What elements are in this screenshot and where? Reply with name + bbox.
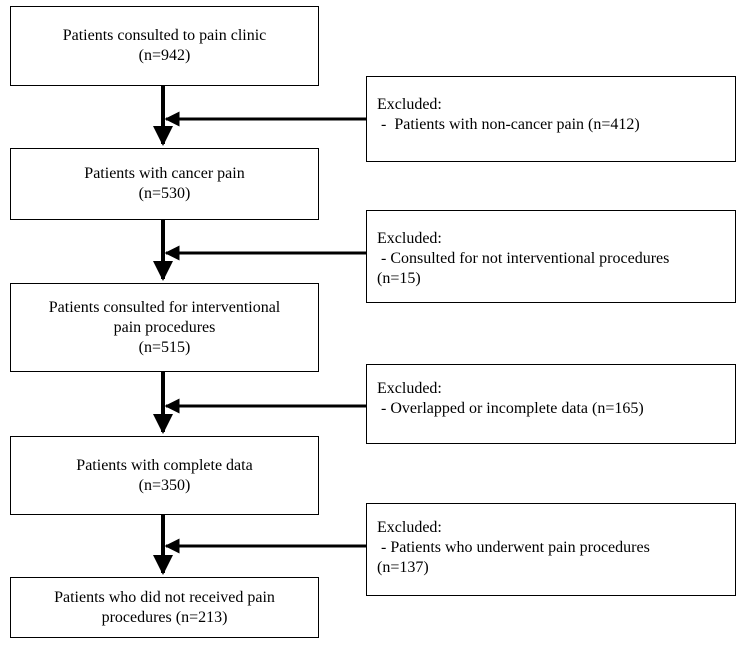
box-text: Patients who did not received pain [54,588,275,606]
box-count: (n=350) [138,476,191,494]
box-count: (n=515) [138,338,191,356]
exclusion-box-incomplete: Excluded: - Overlapped or incomplete dat… [366,364,736,444]
exclusion-title: Excluded: [377,230,442,247]
exclusion-box-not-interventional: Excluded: - Consulted for not interventi… [366,210,736,303]
exclusion-count: (n=15) [377,270,421,287]
box-count: (n=942) [138,47,191,64]
box-text: pain procedures [113,318,216,336]
exclusion-reason: - Patients who underwent pain procedures [377,539,650,556]
box-count: (n=530) [138,185,191,202]
box-text: Patients consulted for interventional [48,298,281,316]
box-patients-consulted: Patients consulted to pain clinic (n=942… [10,6,319,86]
box-text: Patients with cancer pain [84,165,245,182]
box-no-procedures: Patients who did not received pain proce… [10,577,319,638]
exclusion-box-non-cancer: Excluded: - Patients with non-cancer pai… [366,76,736,162]
box-interventional: Patients consulted for interventional pa… [10,283,319,372]
box-text: procedures (n=213) [101,608,228,626]
exclusion-reason: - Overlapped or incomplete data (n=165) [377,400,644,417]
exclusion-title: Excluded: [377,96,442,113]
box-cancer-pain: Patients with cancer pain (n=530) [10,148,319,220]
box-complete-data: Patients with complete data (n=350) [10,436,319,515]
exclusion-reason: - Consulted for not interventional proce… [377,250,670,267]
exclusion-title: Excluded: [377,380,442,397]
exclusion-reason: - Patients with non-cancer pain (n=412) [377,116,640,133]
box-text: Patients with complete data [76,456,253,474]
exclusion-count: (n=137) [377,559,429,576]
box-text: Patients consulted to pain clinic [62,27,267,44]
exclusion-box-underwent-procedures: Excluded: - Patients who underwent pain … [366,503,736,596]
exclusion-title: Excluded: [377,519,442,536]
